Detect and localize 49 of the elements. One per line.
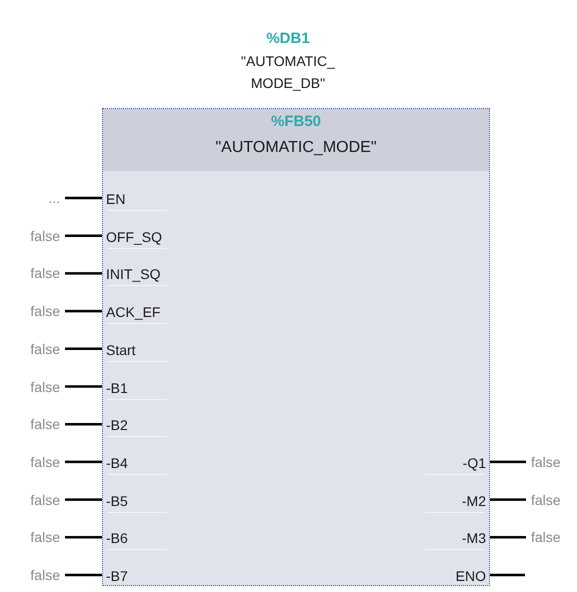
wire — [65, 422, 102, 426]
input-pin-label: -B4 — [102, 452, 182, 473]
wire — [490, 574, 525, 576]
parameter-value: false — [4, 263, 60, 284]
input-pin-label: -B6 — [102, 528, 182, 548]
input-pin-label: -B1 — [102, 378, 182, 398]
output-pin-label: -M2 — [430, 490, 490, 511]
instance-db-address: %DB1 — [265, 29, 311, 49]
input-pin-label: EN — [102, 189, 182, 209]
input-pin-label: Start — [102, 340, 182, 360]
parameter-value: false — [4, 452, 60, 472]
wire — [65, 498, 102, 501]
input-pin-label: -B5 — [102, 490, 182, 511]
parameter-value: false — [4, 414, 60, 434]
input-pin-label: ACK_EF — [102, 302, 182, 322]
wire — [65, 196, 102, 200]
parameter-value: false — [531, 490, 577, 510]
wire — [65, 385, 102, 388]
parameter-value: false — [531, 452, 577, 472]
input-pin-label: -B7 — [102, 566, 182, 586]
parameter-value: false — [4, 527, 60, 548]
parameter-value: false — [4, 301, 60, 322]
wire — [65, 348, 102, 350]
input-pin-label: INIT_SQ — [102, 264, 182, 284]
wire — [65, 310, 102, 312]
wire — [65, 536, 102, 539]
output-pin-label: -M3 — [430, 528, 490, 548]
parameter-value: false — [531, 527, 577, 548]
wire — [65, 272, 102, 275]
wire — [65, 460, 102, 464]
block-address: %FB50 — [270, 113, 322, 130]
input-pin-label: OFF_SQ — [102, 226, 182, 247]
wire — [490, 536, 526, 539]
wire — [490, 498, 526, 501]
output-pin-label: -Q1 — [430, 452, 490, 473]
block-name: "AUTOMATIC_MODE" — [214, 139, 378, 157]
wire — [490, 460, 526, 464]
wire — [65, 574, 102, 576]
parameter-value: false — [4, 565, 60, 585]
parameter-value: false — [4, 490, 60, 510]
parameter-value: false — [4, 376, 60, 396]
function-block — [102, 108, 490, 586]
parameter-value: false — [4, 338, 60, 359]
parameter-value: ... — [4, 188, 60, 208]
parameter-value: false — [4, 226, 60, 246]
instance-db-name: "AUTOMATIC_ MODE_DB" — [240, 52, 336, 93]
input-pin-label: -B2 — [102, 415, 182, 436]
output-pin-label: ENO — [430, 566, 490, 586]
wire — [65, 234, 102, 237]
